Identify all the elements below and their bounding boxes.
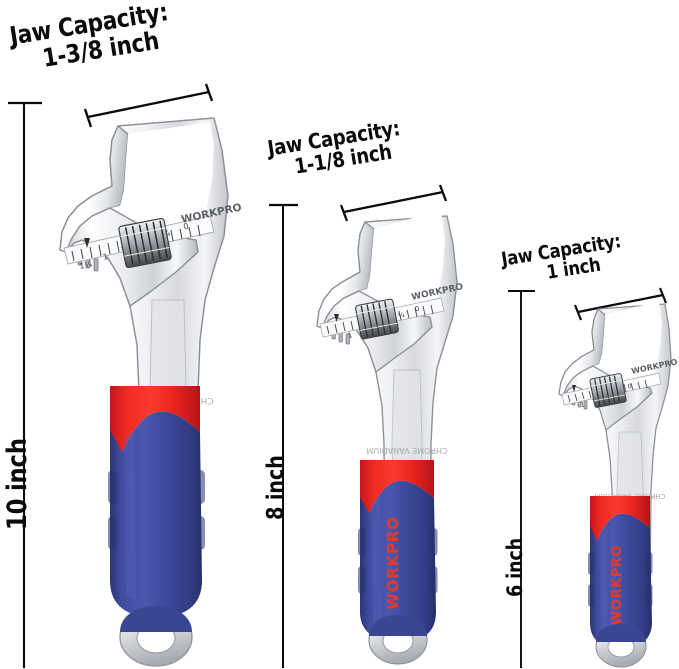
length-label-6inch: 6 inch xyxy=(503,537,527,597)
dimension-line-jaw-10inch xyxy=(83,83,214,128)
grip-red-collar xyxy=(590,496,650,541)
adjusting-worm-screw-6inch xyxy=(589,373,627,408)
adjusting-worm-screw-8inch xyxy=(355,298,399,340)
grip-red-collar xyxy=(110,386,200,452)
grip-body xyxy=(360,480,436,641)
dimension-line-length-6inch xyxy=(508,289,535,668)
scale-tick-label: 1 xyxy=(580,401,585,409)
hanging-ring-8inch xyxy=(368,615,428,665)
grip-red-collar xyxy=(360,460,434,513)
length-label-8inch: 8 inch xyxy=(263,455,289,520)
dimension-line-length-10inch xyxy=(8,101,42,668)
grip-body xyxy=(110,411,202,616)
scale-tick-label: ¼ xyxy=(397,311,406,320)
adjusting-worm-screw-10inch xyxy=(118,217,172,269)
scale-tick-label: 1 xyxy=(347,331,353,340)
length-label-10inch: 10 inch xyxy=(2,438,33,530)
scale-tick-label: 0 xyxy=(414,305,420,314)
scale-tick-label: 0 xyxy=(627,383,632,391)
hanging-ring-6inch xyxy=(595,624,647,668)
grip-body xyxy=(590,513,652,647)
dimension-line-jaw-6inch xyxy=(573,287,668,321)
wrench-6-inch: 1 ¾ ½ 0 WORKPRO CHROME VANADIUM xyxy=(558,301,678,668)
dimension-line-length-8inch xyxy=(269,203,298,668)
scale-tick-label: 1 xyxy=(102,252,109,262)
material-stamp-text: CHROME VANADIUM xyxy=(366,446,447,455)
handle-brand-text: WORKPRO xyxy=(610,545,625,625)
scale-tick-label: 1¼ xyxy=(78,259,93,271)
wrench-10-inch: 1¼ 1 ¾ ½ ¼ 0 WORKPRO xyxy=(59,117,243,667)
handle-brand-text: WORKPRO xyxy=(384,516,402,609)
hanging-ring-10inch xyxy=(119,606,193,667)
wrench-8-inch: 1 ¾ ½ ¼ 0 WORKPRO CHROME VANADIUM xyxy=(316,210,464,665)
dimension-line-jaw-8inch xyxy=(339,184,448,222)
scale-tick-label: 0 xyxy=(182,222,189,232)
